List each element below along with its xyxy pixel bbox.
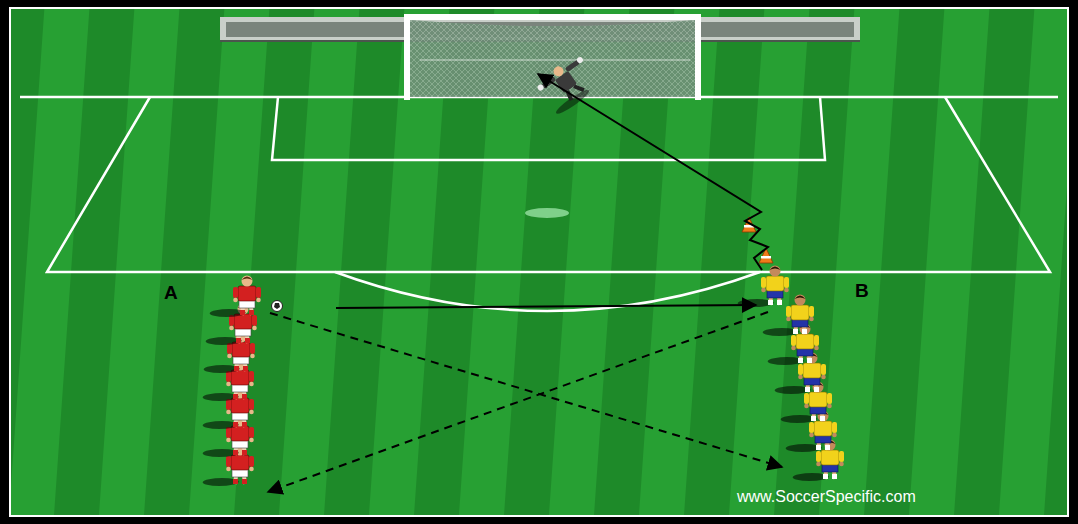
players-b	[736, 266, 844, 482]
ball	[272, 301, 283, 312]
movement-arrows	[268, 74, 782, 492]
players-a	[201, 276, 261, 487]
group-label: A	[164, 283, 178, 302]
watermark: www.SoccerSpecific.com	[737, 489, 916, 505]
group-label: B	[855, 281, 869, 300]
